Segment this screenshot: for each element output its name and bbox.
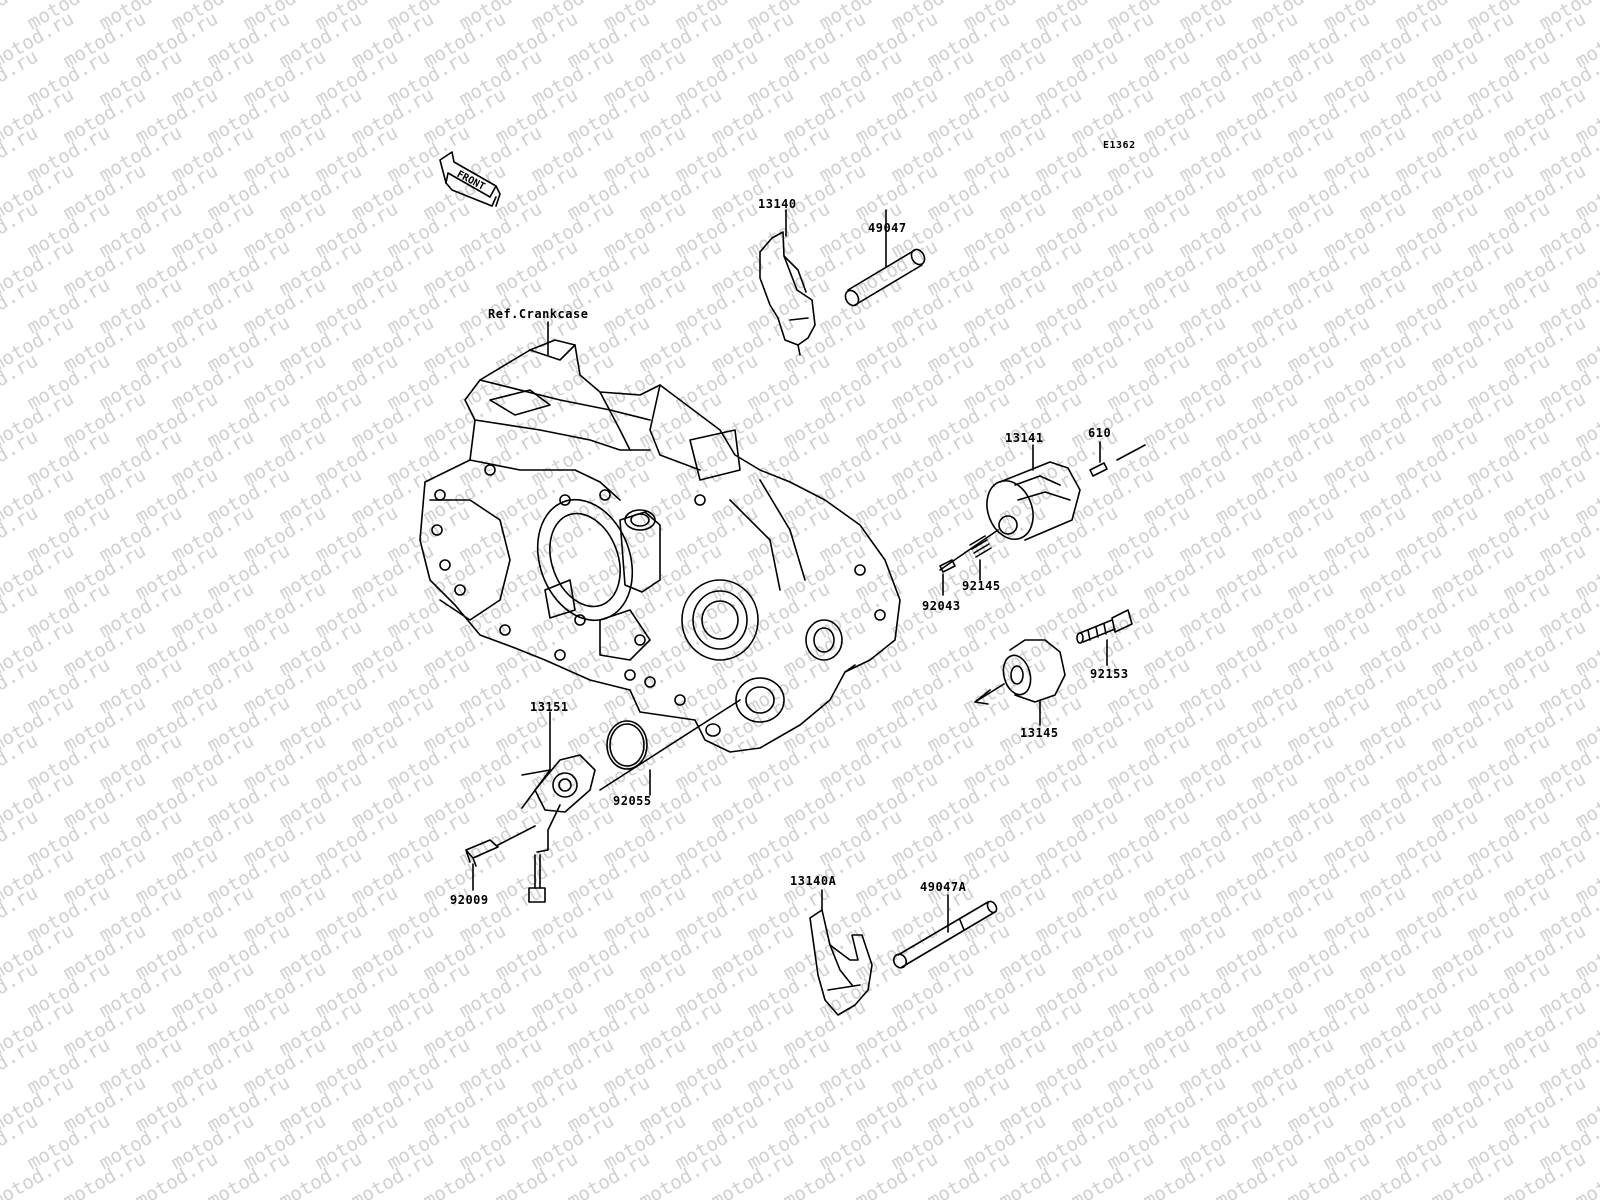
part-label-610[interactable]: 610	[1088, 426, 1111, 440]
part-label-92153[interactable]: 92153	[1090, 667, 1129, 681]
part-label-92043[interactable]: 92043	[922, 599, 961, 613]
part-label-49047A[interactable]: 49047A	[920, 880, 966, 894]
part-label-13141[interactable]: 13141	[1005, 431, 1044, 445]
part-label-13140[interactable]: 13140	[758, 197, 797, 211]
part-label-92145[interactable]: 92145	[962, 579, 1001, 593]
part-label-13151[interactable]: 13151	[530, 700, 569, 714]
part-label-92009[interactable]: 92009	[450, 893, 489, 907]
ref-crankcase-label: Ref.Crankcase	[488, 307, 588, 321]
part-label-49047[interactable]: 49047	[868, 221, 907, 235]
part-label-13145[interactable]: 13145	[1020, 726, 1059, 740]
front-label: FRONT	[455, 169, 487, 193]
part-label-13140A[interactable]: 13140A	[790, 874, 836, 888]
part-label-92055[interactable]: 92055	[613, 794, 652, 808]
